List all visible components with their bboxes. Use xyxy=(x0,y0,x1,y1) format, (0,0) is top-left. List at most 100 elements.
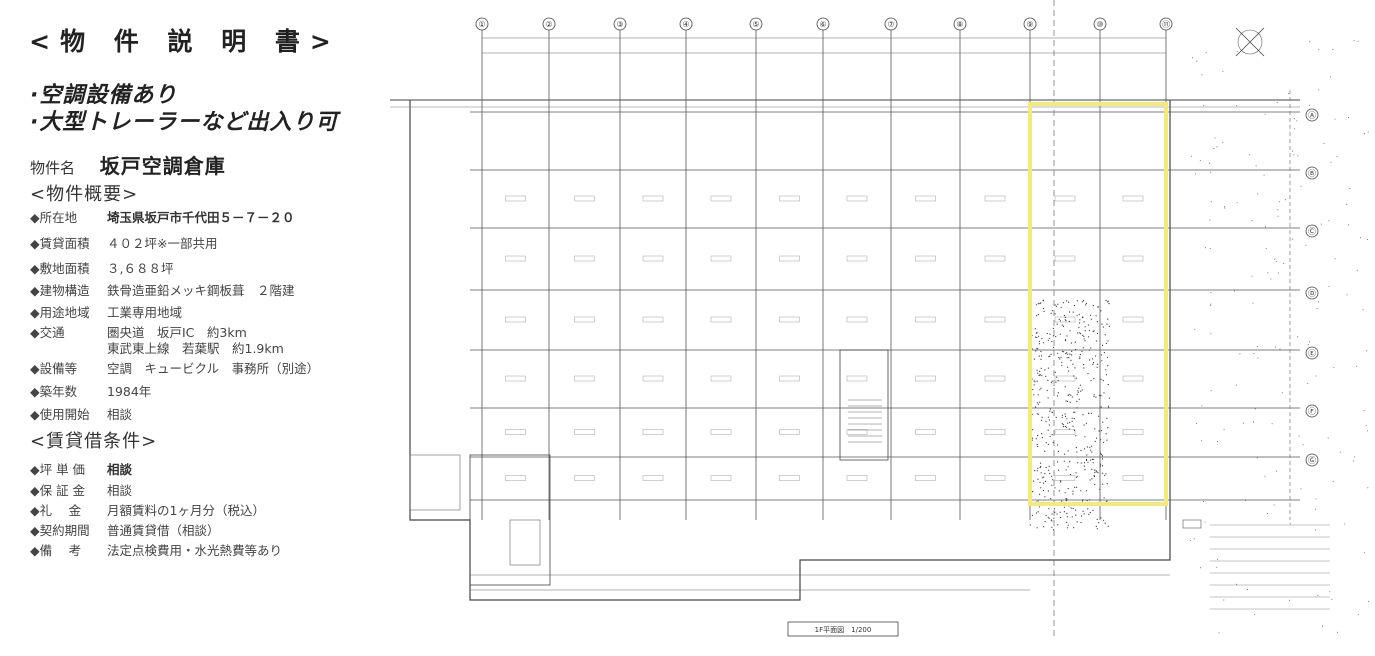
column-tag xyxy=(710,316,732,323)
scan-speckle xyxy=(1044,472,1046,475)
scan-speckle xyxy=(1057,450,1059,452)
scan-speckle xyxy=(1069,330,1071,332)
column-tag xyxy=(574,316,595,323)
scan-speckle xyxy=(1061,500,1063,502)
scan-speckle xyxy=(1063,506,1065,508)
scan-speckle xyxy=(1039,493,1041,495)
scan-speckle xyxy=(1068,370,1070,372)
scan-speckle xyxy=(1077,391,1079,393)
scan-speckle xyxy=(1216,566,1218,568)
scan-speckle xyxy=(1322,625,1323,627)
scan-speckle xyxy=(1093,330,1095,332)
scan-speckle xyxy=(1300,185,1302,187)
scan-speckle xyxy=(1277,215,1279,217)
scan-speckle xyxy=(1068,393,1070,395)
building-outline xyxy=(409,100,1171,601)
scan-speckle xyxy=(1064,340,1066,342)
scan-speckle xyxy=(1042,489,1045,492)
scan-speckle xyxy=(1056,323,1058,325)
scan-speckle xyxy=(1074,341,1076,343)
scan-speckle xyxy=(1037,372,1039,374)
scan-speckle xyxy=(1068,428,1070,430)
scan-speckle xyxy=(1270,278,1272,280)
scan-speckle xyxy=(1107,340,1109,342)
scan-speckle xyxy=(1072,493,1074,495)
overview-row-structure: ◆建物構造鉄骨造亜鉛メッキ鋼板葺 ２階建 xyxy=(30,280,295,299)
row-marker xyxy=(1305,224,1319,238)
scan-speckle xyxy=(1083,513,1085,515)
scan-speckle xyxy=(1044,480,1047,482)
scan-speckle xyxy=(1263,174,1265,176)
scan-speckle xyxy=(1058,490,1060,492)
scan-speckle xyxy=(1048,337,1050,339)
column-tag xyxy=(846,429,868,435)
scan-speckle xyxy=(1236,51,1238,52)
scan-speckle xyxy=(1098,430,1100,432)
scan-speckle xyxy=(1086,500,1088,502)
scan-speckle xyxy=(1076,451,1078,453)
scan-speckle xyxy=(1066,521,1068,524)
scan-speckle xyxy=(1053,346,1055,348)
row-marker xyxy=(1305,346,1319,360)
scan-speckle xyxy=(1040,472,1042,474)
scan-speckle xyxy=(1088,412,1090,414)
scan-speckle xyxy=(1038,335,1040,337)
scan-speckle xyxy=(1094,471,1096,474)
column-tag xyxy=(915,475,936,481)
scan-speckle xyxy=(1041,416,1043,418)
row-marker-label: Ⓕ xyxy=(1308,407,1316,416)
scan-speckle xyxy=(1072,507,1074,509)
scan-speckle xyxy=(1085,302,1087,304)
row-label: ◆設備等 xyxy=(30,361,78,376)
overview-heading: <物件概要> xyxy=(30,184,139,205)
scan-speckle xyxy=(1061,324,1063,326)
scan-speckle xyxy=(1042,308,1045,310)
scan-speckle xyxy=(1066,400,1069,402)
scan-speckle xyxy=(1099,463,1101,465)
scan-speckle xyxy=(1057,444,1059,446)
scan-speckle xyxy=(1035,438,1037,440)
scan-speckle xyxy=(1065,426,1068,428)
scan-speckle xyxy=(1051,380,1053,382)
scan-speckle xyxy=(1108,397,1110,399)
scan-speckle xyxy=(1045,420,1047,422)
scan-speckle xyxy=(1035,336,1037,338)
scan-speckle xyxy=(1352,460,1354,462)
scan-speckle xyxy=(1103,392,1105,394)
scan-speckle xyxy=(1348,117,1350,118)
scan-speckle xyxy=(1083,465,1085,467)
column-tag xyxy=(779,255,800,262)
scan-speckle xyxy=(1070,342,1072,344)
column-tag xyxy=(1122,429,1144,435)
scan-speckle xyxy=(1041,477,1043,479)
scan-speckle xyxy=(1098,522,1100,524)
scan-speckle xyxy=(1254,408,1256,410)
scan-speckle xyxy=(1037,314,1039,316)
row-label: ◆建物構造 xyxy=(30,283,90,298)
column-marker xyxy=(613,17,627,31)
column-tag xyxy=(505,375,526,382)
scan-speckle xyxy=(1107,427,1109,429)
scan-speckle xyxy=(1307,382,1309,384)
scan-speckle xyxy=(1055,381,1057,383)
scan-speckle xyxy=(1096,528,1098,530)
scan-speckle xyxy=(1095,315,1097,317)
scan-speckle xyxy=(1094,469,1096,471)
scan-speckle xyxy=(1051,434,1053,436)
scan-speckle xyxy=(1100,454,1102,456)
row-label: ◆契約期間 xyxy=(30,523,90,538)
column-marker xyxy=(749,17,763,31)
column-tag xyxy=(710,429,732,435)
scan-speckle xyxy=(1302,444,1304,446)
scan-speckle xyxy=(1040,367,1042,369)
scan-speckle xyxy=(1064,316,1066,318)
scan-speckle xyxy=(1273,504,1275,506)
scan-speckle xyxy=(1315,529,1317,531)
scan-speckle xyxy=(1036,444,1038,446)
scan-speckle xyxy=(1038,343,1041,345)
scan-speckle xyxy=(1051,340,1053,343)
overview-row-zoning: ◆用途地域工業専用地域 xyxy=(30,302,182,321)
scan-speckle xyxy=(1037,348,1039,350)
scan-speckle xyxy=(1060,306,1062,308)
scan-speckle xyxy=(1093,475,1095,477)
